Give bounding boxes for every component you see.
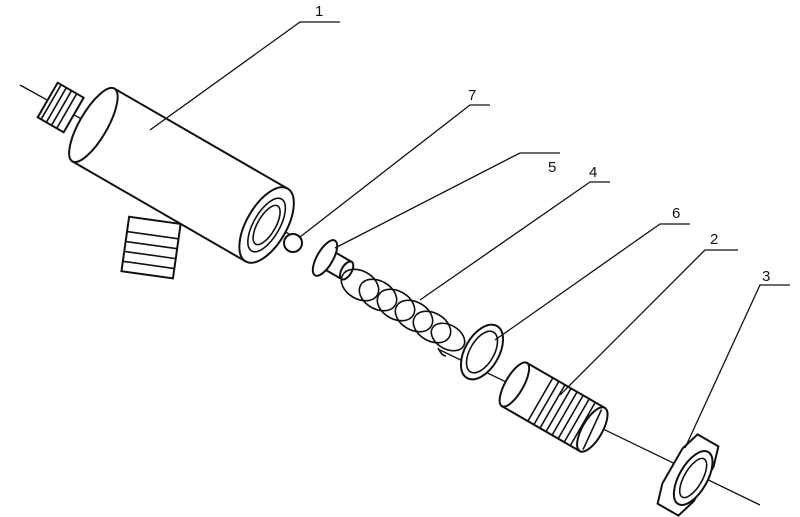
part-7-ball (283, 233, 303, 253)
callout-3: 3 (762, 268, 770, 285)
part-3-hex-nut (656, 433, 720, 517)
callout-4: 4 (589, 164, 597, 181)
part-1-tee-body (36, 81, 295, 280)
callout-1: 1 (315, 3, 323, 20)
part-4-spring (340, 268, 466, 357)
part-5-valve (311, 239, 355, 281)
callout-2: 2 (710, 231, 718, 248)
callout-7: 7 (468, 87, 476, 104)
callout-6: 6 (672, 205, 680, 222)
part-6-washer (459, 323, 505, 381)
callout-5: 5 (548, 159, 556, 176)
part-2-plug-screw (498, 361, 609, 453)
leader-lines (149, 21, 790, 449)
